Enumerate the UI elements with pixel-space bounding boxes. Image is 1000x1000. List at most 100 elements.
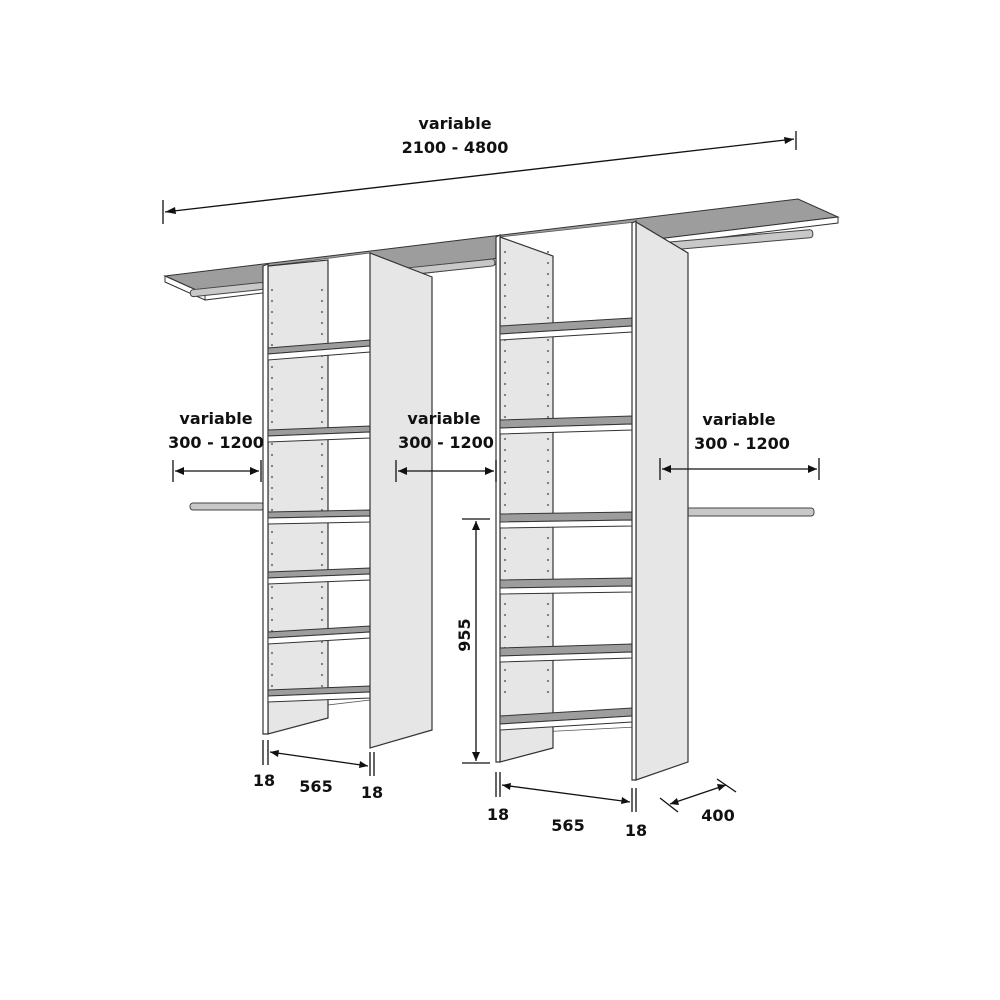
tower-2-right-edge (631, 220, 637, 781)
tower-1-hole (320, 618, 324, 622)
tower-2-hole (503, 437, 507, 441)
right-gap-range: 300 - 1200 (694, 434, 790, 453)
left-gap-label: variable (179, 409, 252, 428)
t1-panel-right-label: 18 (361, 783, 383, 802)
tower-1-right-panel (369, 252, 433, 749)
tower-2-hole (546, 338, 550, 342)
tower-2-hole (546, 668, 550, 672)
tower-2-hole (546, 547, 550, 551)
lower-rails (189, 502, 815, 517)
middle-gap-dimension: variable 300 - 1200 (395, 409, 497, 482)
tower-1-hole (270, 299, 274, 303)
tower-2-hole (503, 624, 507, 628)
middle-gap-arrow-left (398, 467, 407, 475)
tower-1-hole (270, 673, 274, 677)
tower-1-width-dimension: 18 565 18 (253, 740, 383, 802)
tower-1-hole (320, 310, 324, 314)
tower-2-hole (503, 481, 507, 485)
tower-1-hole (270, 486, 274, 490)
tower-2-hole (546, 602, 550, 606)
upper-rails (189, 229, 814, 298)
tower-1-hole (270, 618, 274, 622)
tower-2-hole (546, 371, 550, 375)
tower-1-inner-side (267, 259, 329, 735)
tower-2-hole (546, 624, 550, 628)
tower-1-hole (270, 442, 274, 446)
tower-2-hole (546, 437, 550, 441)
t2-arrow-left (502, 783, 511, 790)
t2-inner-width-label: 565 (551, 816, 584, 835)
overall-width-range: 2100 - 4800 (402, 138, 509, 157)
tower-2-hole (546, 459, 550, 463)
tower-2-hole (546, 272, 550, 276)
overall-width-dimension: variable 2100 - 4800 (162, 114, 797, 224)
tower-1-hole (320, 442, 324, 446)
tower-1-hole (320, 684, 324, 688)
rail-height-arrow-bottom (472, 752, 480, 761)
tower-2-shelf-3-edge (499, 519, 633, 529)
tower-2-hole (503, 272, 507, 276)
tower-1-left-panel (262, 263, 269, 735)
tower-2-hole (546, 503, 550, 507)
tower-2-hole (546, 448, 550, 452)
tower-2-hole (546, 481, 550, 485)
tower-2-hole (503, 448, 507, 452)
tower-1-hole (270, 420, 274, 424)
right-gap-arrow-right (808, 465, 817, 473)
tower-1-hole (270, 398, 274, 402)
tower-1-hole (320, 552, 324, 556)
tower-2-hole (503, 415, 507, 419)
tower-1-hole (320, 398, 324, 402)
tower-1-hole (270, 497, 274, 501)
tower-2-hole (503, 250, 507, 254)
tower-2-hole (546, 569, 550, 573)
tower-2-hole (546, 404, 550, 408)
tower-2-hole (503, 503, 507, 507)
tower-1-shelves (267, 339, 371, 703)
tower-2-hole (503, 536, 507, 540)
tower-2-hole (503, 459, 507, 463)
depth-dimension: 400 (659, 778, 737, 825)
middle-gap-label: variable (407, 409, 480, 428)
tower-1-hole (320, 640, 324, 644)
tower-1-hole (270, 662, 274, 666)
tower-2-inner-side (499, 236, 554, 763)
tower-1 (262, 252, 433, 749)
tower-2-hole (503, 349, 507, 353)
tower-1-hole (270, 365, 274, 369)
tower-2-shelf-holes (503, 250, 550, 694)
tower-2-hole (503, 602, 507, 606)
tower-1-hole (320, 673, 324, 677)
tower-2-hole (503, 382, 507, 386)
tower-2-hole (503, 371, 507, 375)
tower-1-hole (320, 662, 324, 666)
tower-1-hole (320, 607, 324, 611)
overall-width-arrow-left (165, 207, 176, 214)
t1-inner-width-label: 565 (299, 777, 332, 796)
tower-1-hole (320, 651, 324, 655)
tower-2-hole (546, 613, 550, 617)
tower-1-hole (270, 310, 274, 314)
overall-width-line (164, 138, 795, 213)
tower-1-hole (270, 464, 274, 468)
tower-1-hole (320, 321, 324, 325)
tower-2-hole (546, 283, 550, 287)
depth-tick-left (659, 797, 679, 813)
tower-2-hole (546, 250, 550, 254)
tower-1-hole (270, 288, 274, 292)
tower-1-hole (270, 585, 274, 589)
tower-1-hole (320, 420, 324, 424)
tower-2-hole (503, 305, 507, 309)
depth-arrow-right (717, 784, 726, 791)
tower-2-hole (546, 316, 550, 320)
tower-1-hole (320, 464, 324, 468)
tower-2-hole (546, 349, 550, 353)
tower-2-shelf-4-edge (499, 585, 633, 595)
tower-2-hole (503, 613, 507, 617)
rail-height-dimension: 955 (455, 518, 490, 764)
rail-height-arrow-top (472, 521, 480, 530)
tower-2-hole (503, 558, 507, 562)
depth-line (669, 784, 727, 805)
